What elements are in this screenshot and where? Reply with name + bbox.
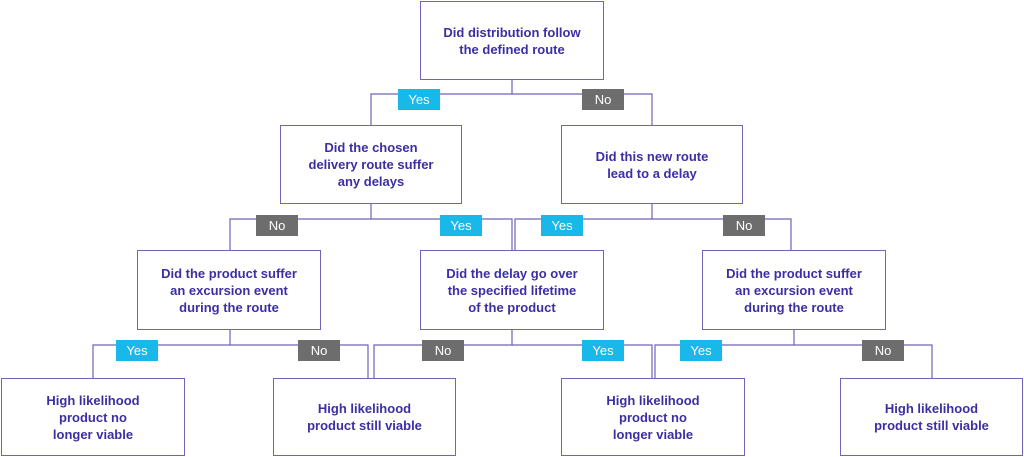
chosen-yes-badge: Yes <box>440 215 482 236</box>
node-delay-lifetime: Did the delay go over the specified life… <box>420 250 604 330</box>
lifetime-no-badge: No <box>422 340 464 361</box>
excursion-left-yes-badge: Yes <box>116 340 158 361</box>
node-distribution-route-text: Did distribution follow the defined rout… <box>443 24 581 57</box>
node-delay-lifetime-text: Did the delay go over the specified life… <box>446 265 578 315</box>
outcome-2-text: High likelihood product still viable <box>307 401 422 433</box>
node-excursion-right-text: Did the product suffer an excursion even… <box>726 265 862 315</box>
node-new-route-delay: Did this new route lead to a delay <box>561 125 743 204</box>
chosen-no-badge: No <box>256 215 298 236</box>
node-new-route-delay-text: Did this new route lead to a delay <box>595 148 709 181</box>
outcome-1-text: High likelihood product no longer viable <box>46 392 140 442</box>
outcome-3-text: High likelihood product no longer viable <box>606 392 700 442</box>
root-yes-badge: Yes <box>398 89 440 110</box>
node-excursion-left: Did the product suffer an excursion even… <box>137 250 321 330</box>
outcome-4-text: High likelihood product still viable <box>874 401 989 433</box>
outcome-no-longer-viable-2: High likelihood product no longer viable <box>561 378 745 456</box>
node-excursion-right: Did the product suffer an excursion even… <box>702 250 886 330</box>
excursion-right-no-badge: No <box>862 340 904 361</box>
new-no-badge: No <box>723 215 765 236</box>
outcome-no-longer-viable-1: High likelihood product no longer viable <box>1 378 185 456</box>
outcome-still-viable-1: High likelihood product still viable <box>273 378 456 456</box>
root-no-badge: No <box>582 89 624 110</box>
node-distribution-route: Did distribution follow the defined rout… <box>420 1 604 80</box>
node-excursion-left-text: Did the product suffer an excursion even… <box>161 265 297 315</box>
new-yes-badge: Yes <box>541 215 583 236</box>
excursion-left-no-badge: No <box>298 340 340 361</box>
node-chosen-route-delays: Did the chosen delivery route suffer any… <box>280 125 462 204</box>
node-chosen-route-delays-text: Did the chosen delivery route suffer any… <box>308 140 434 189</box>
outcome-still-viable-2: High likelihood product still viable <box>840 378 1023 456</box>
excursion-right-yes-badge: Yes <box>680 340 722 361</box>
lifetime-yes-badge: Yes <box>582 340 624 361</box>
